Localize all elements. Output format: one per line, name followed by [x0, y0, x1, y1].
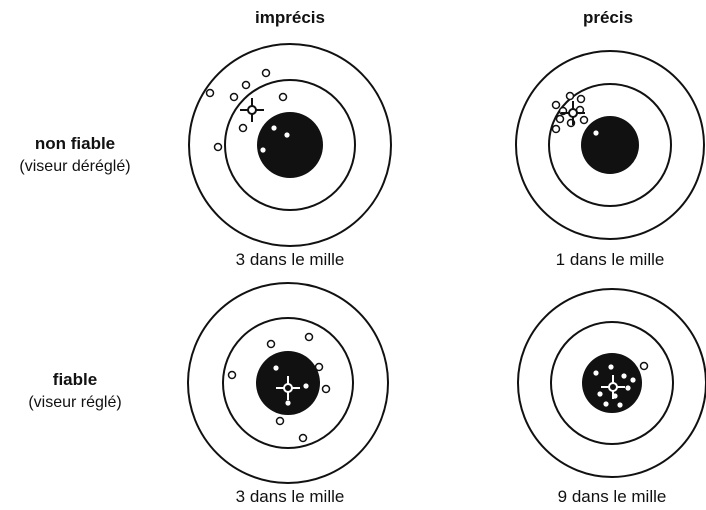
shot-hole [241, 80, 251, 90]
target-bullseye [257, 112, 323, 178]
shot-group-off-target [639, 361, 649, 371]
shot-hole [625, 385, 631, 391]
shot-hole [579, 115, 589, 125]
target-precis-non-fiable [515, 50, 705, 240]
row-subheader-viseur-regle: (viseur réglé) [28, 394, 122, 411]
shot-hole [227, 370, 237, 380]
shot-hole [266, 339, 276, 349]
shot-hole [271, 125, 277, 131]
row-subheader-viseur-deregle: (viseur déréglé) [19, 158, 131, 175]
shot-hole [261, 68, 271, 78]
column-header-imprecis: imprécis [255, 8, 325, 27]
shot-hole [621, 373, 627, 379]
shot-hole [597, 391, 603, 397]
shot-hole [260, 147, 266, 153]
caption-precis-non-fiable: 1 dans le mille [555, 250, 665, 269]
shot-hole [565, 91, 575, 101]
shot-hole [630, 377, 636, 383]
column-header-precis: précis [582, 8, 634, 27]
shot-hole [551, 100, 561, 110]
shot-hole [275, 416, 285, 426]
target-imprecis-non-fiable [188, 43, 392, 247]
shot-hole [314, 362, 324, 372]
caption-imprecis-fiable: 3 dans le mille [235, 487, 345, 506]
row-header-non-fiable: non fiable [34, 134, 116, 153]
shot-hole [238, 123, 248, 133]
shot-hole [617, 402, 623, 408]
crosshair-icon [601, 375, 625, 399]
shot-hole [303, 383, 309, 389]
shot-hole [593, 130, 599, 136]
crosshair-icon [276, 376, 300, 400]
shot-group-bullseye [260, 125, 290, 153]
shot-hole [304, 332, 314, 342]
row-header-fiable: fiable [52, 370, 98, 389]
shot-hole [213, 142, 223, 152]
shot-group-off-target [205, 68, 288, 152]
shot-group-bullseye [593, 130, 599, 136]
caption-precis-fiable: 9 dans le mille [557, 487, 667, 506]
caption-imprecis-non-fiable: 3 dans le mille [235, 250, 345, 269]
shot-hole [576, 94, 586, 104]
shot-hole [603, 401, 609, 407]
shot-hole [639, 361, 649, 371]
shot-group-bullseye [273, 365, 309, 406]
crosshair-icon [561, 101, 585, 125]
shot-group-scattered [227, 332, 331, 443]
target-bullseye [581, 116, 639, 174]
shot-hole [273, 365, 279, 371]
shot-hole [608, 364, 614, 370]
shot-hole [285, 400, 291, 406]
crosshair-icon [240, 98, 264, 122]
shot-hole [321, 384, 331, 394]
shot-hole [298, 433, 308, 443]
shot-hole [555, 114, 565, 124]
shot-hole [229, 92, 239, 102]
shot-hole [284, 132, 290, 138]
shot-hole [205, 88, 215, 98]
target-precis-fiable [517, 288, 706, 478]
shot-hole [593, 370, 599, 376]
target-imprecis-fiable [187, 282, 389, 484]
shot-hole [278, 92, 288, 102]
shot-hole [551, 124, 561, 134]
